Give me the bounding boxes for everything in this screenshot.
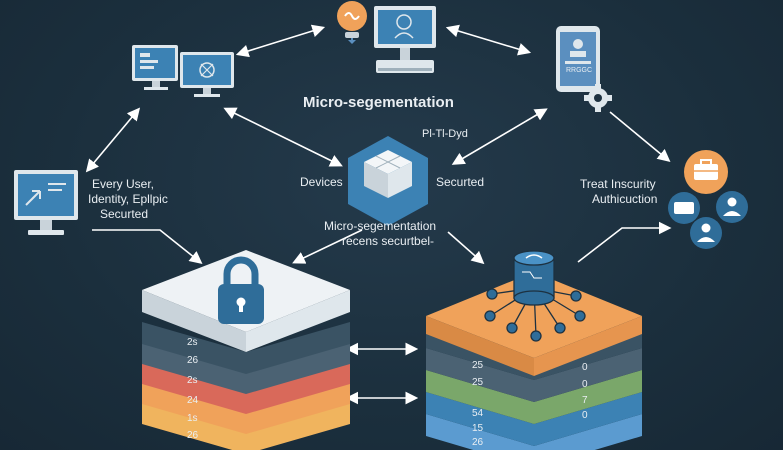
arrow-center-to-right-stack bbox=[447, 231, 485, 265]
left-stack-label: 1s bbox=[187, 413, 198, 424]
center-bottom-line1: Micro-segementation bbox=[324, 219, 437, 233]
id-card-icon bbox=[668, 192, 700, 224]
right-stack-left-number: 25 bbox=[472, 360, 484, 371]
right-label-line2: Authicuction bbox=[592, 192, 658, 206]
arrow-right-upper bbox=[609, 111, 671, 163]
right-stack-left-number: 26 bbox=[472, 437, 484, 448]
lightbulb-icon bbox=[337, 1, 367, 44]
arrow-left-center bbox=[223, 107, 343, 167]
left-layer-stack bbox=[142, 250, 350, 450]
arrow-center-to-left-stack bbox=[292, 229, 363, 264]
center-segmentation-cube bbox=[348, 136, 428, 226]
right-user-cluster bbox=[668, 150, 748, 249]
top-left-devices bbox=[132, 45, 234, 97]
monitor-icon-left-a bbox=[132, 45, 178, 90]
phone-screen-text: RRGGC bbox=[566, 67, 593, 74]
secured-label: Securted bbox=[436, 175, 485, 189]
right-stack-right-number: 7 bbox=[582, 395, 588, 406]
arrow-top-left bbox=[235, 24, 326, 58]
left-label-line3: Securted bbox=[100, 207, 149, 221]
left-stack-label: 24 bbox=[187, 395, 199, 406]
devices-label: Devices bbox=[300, 175, 343, 189]
phone-icon bbox=[556, 26, 600, 92]
right-stack-left-number: 54 bbox=[472, 408, 484, 419]
briefcase-icon bbox=[684, 150, 728, 194]
arrow-right-to-stack bbox=[577, 221, 672, 263]
top-right-devices bbox=[556, 26, 612, 112]
diagram-title: Micro-segementation bbox=[303, 94, 454, 111]
right-stack-left-number: 25 bbox=[472, 377, 484, 388]
right-stack-left-number: 15 bbox=[472, 423, 484, 434]
center-top-label: Pl-Tl-Dyd bbox=[422, 128, 468, 140]
gear-icon bbox=[584, 84, 612, 112]
user-icon-right-a bbox=[716, 191, 748, 223]
top-center-device-group bbox=[337, 1, 436, 73]
left-stack-label: 26 bbox=[187, 355, 199, 366]
connection-arrows bbox=[85, 24, 672, 405]
monitor-icon-left-b bbox=[180, 52, 234, 97]
left-label-line1: Every User, bbox=[92, 177, 155, 191]
left-desktop-device bbox=[14, 170, 78, 235]
arrow-left-upper bbox=[85, 107, 141, 173]
user-icon-right-b bbox=[690, 217, 722, 249]
monitor-icon-top bbox=[374, 6, 436, 73]
right-stack-right-number: 0 bbox=[582, 362, 588, 373]
arrow-top-right bbox=[445, 24, 532, 56]
left-stack-label: 26 bbox=[187, 430, 199, 441]
arrow-right-center bbox=[451, 108, 548, 165]
right-layer-stack bbox=[426, 250, 642, 450]
right-stack-right-number: 0 bbox=[582, 410, 588, 421]
right-stack-right-number: 0 bbox=[582, 379, 588, 390]
arrow-left-to-stack bbox=[92, 229, 203, 264]
left-stack-label: 2s bbox=[187, 375, 198, 386]
right-label-line1: Treat Inscurity bbox=[580, 177, 656, 191]
padlock-icon bbox=[218, 256, 264, 324]
network-database-icon bbox=[484, 250, 586, 342]
center-bottom-line2: recens securtbel- bbox=[342, 234, 435, 248]
left-stack-label: 2s bbox=[187, 337, 198, 348]
left-label-line2: Identity, Epllpic bbox=[88, 192, 168, 206]
